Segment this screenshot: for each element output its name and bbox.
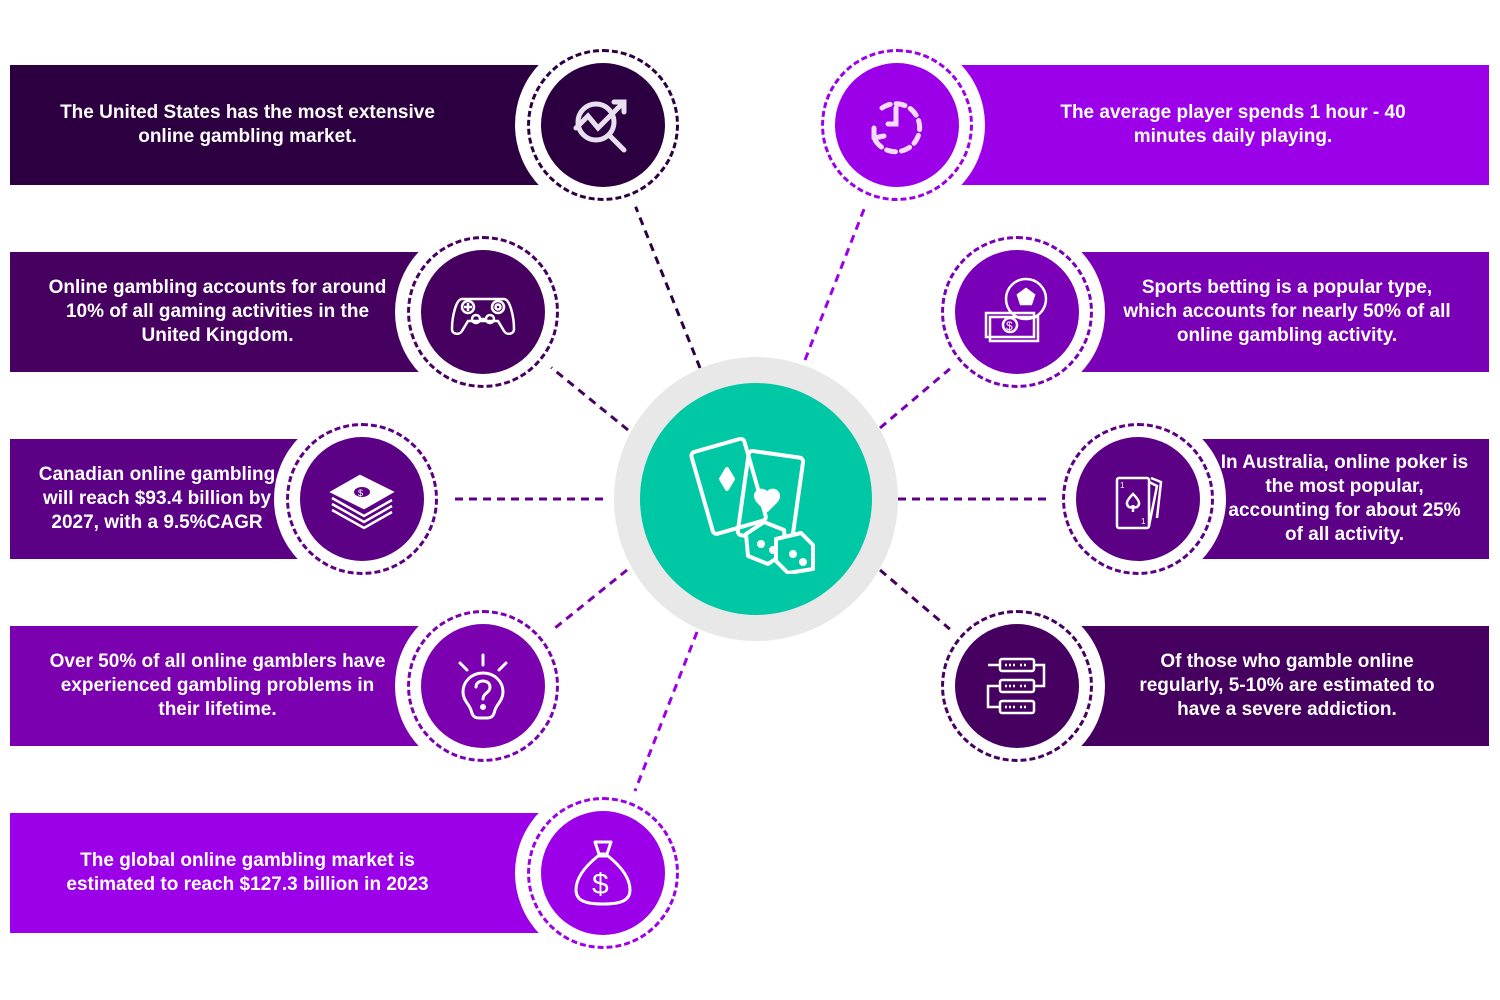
svg-text:1: 1 bbox=[1141, 517, 1146, 526]
fact-text-line: The United States has the most extensive bbox=[60, 102, 435, 123]
icon-node-l5: $ bbox=[515, 785, 691, 961]
icon-circle bbox=[955, 624, 1079, 748]
chart-search-icon bbox=[573, 99, 627, 153]
fact-card-r2: Sports betting is a popular type, which a… bbox=[1080, 252, 1489, 372]
icon-circle: $ bbox=[955, 250, 1079, 374]
connector-line-l5 bbox=[629, 631, 699, 803]
fact-text-line: regularly, 5-10% are estimated to bbox=[1139, 675, 1435, 696]
fact-text-line: which accounts for nearly 50% of all bbox=[1123, 301, 1451, 322]
money-stack-icon: $ bbox=[329, 474, 395, 530]
fact-text-line: the most popular, bbox=[1265, 476, 1424, 497]
dashed-ring bbox=[941, 236, 1093, 388]
fact-text-line: Canadian online gambling bbox=[38, 464, 276, 485]
icon-node-r4 bbox=[929, 598, 1105, 774]
dashed-ring bbox=[1062, 423, 1214, 575]
clock-refresh-icon bbox=[871, 101, 923, 155]
fact-text-line: Online gambling accounts for around bbox=[48, 277, 387, 298]
workflow-icon bbox=[986, 657, 1046, 715]
center-core bbox=[640, 383, 872, 615]
dashed-ring bbox=[527, 49, 679, 201]
fact-card-l5: The global online gambling market is esti… bbox=[10, 813, 550, 933]
fact-card-l1: The United States has the most extensive… bbox=[10, 65, 550, 185]
svg-text:$: $ bbox=[358, 488, 363, 498]
icon-node-l4 bbox=[395, 598, 571, 774]
fact-text-line: 10% of all gaming activities in the bbox=[65, 301, 370, 322]
fact-text-line: Sports betting is a popular type, bbox=[1141, 277, 1433, 298]
money-bag-icon: $ bbox=[574, 840, 632, 906]
icon-circle: $ bbox=[300, 437, 424, 561]
icon-node-l2 bbox=[395, 224, 571, 400]
fact-text-line: Of those who gamble online bbox=[1160, 651, 1414, 672]
fact-text-line: have a severe addiction. bbox=[1177, 699, 1397, 720]
fact-card-r1: The average player spends 1 hour - 40 min… bbox=[960, 65, 1489, 185]
fact-text-line: minutes daily playing. bbox=[1133, 126, 1333, 147]
lightbulb-question-icon bbox=[458, 653, 508, 720]
fact-text-line: estimated to reach $127.3 billion in 202… bbox=[66, 874, 429, 895]
center-hub bbox=[614, 357, 898, 641]
dashed-ring bbox=[821, 49, 973, 201]
cards-and-dice-icon bbox=[689, 436, 815, 574]
icon-circle: $ bbox=[541, 811, 665, 935]
icon-node-l3: $ bbox=[274, 411, 450, 587]
fact-text-line: In Australia, online poker is bbox=[1220, 452, 1469, 473]
icon-circle bbox=[835, 63, 959, 187]
playing-cards-icon: 11 bbox=[1115, 476, 1163, 530]
connector-line-r4 bbox=[879, 568, 960, 639]
dashed-ring bbox=[407, 236, 559, 388]
icon-circle bbox=[421, 250, 545, 374]
gamepad-icon bbox=[450, 297, 516, 335]
svg-text:$: $ bbox=[1006, 319, 1013, 333]
dashed-ring bbox=[527, 797, 679, 949]
fact-text-line: online gambling market. bbox=[138, 126, 357, 147]
fact-text-line: 2027, with a 9.5%CAGR bbox=[51, 512, 263, 533]
connector-line-r2 bbox=[879, 359, 960, 430]
dashed-ring bbox=[286, 423, 438, 575]
fact-card-l3: Canadian online gambling will reach $93.4… bbox=[10, 439, 310, 559]
icon-node-r2: $ bbox=[929, 224, 1105, 400]
icon-circle bbox=[421, 624, 545, 748]
fact-text-line: their lifetime. bbox=[158, 699, 277, 720]
fact-text-line: of all activity. bbox=[1285, 524, 1404, 545]
fact-text-line: online gambling activity. bbox=[1176, 325, 1398, 346]
connector-line-l1 bbox=[629, 195, 702, 369]
fact-card-l4: Over 50% of all online gamblers have expe… bbox=[10, 626, 430, 746]
fact-card-r3: In Australia, online poker is the most po… bbox=[1200, 439, 1489, 559]
connector-line-r1 bbox=[803, 195, 871, 361]
fact-text-line: accounting for about 25% bbox=[1228, 500, 1461, 521]
svg-text:$: $ bbox=[592, 868, 609, 901]
fact-text-line: The average player spends 1 hour - 40 bbox=[1060, 102, 1406, 123]
icon-circle bbox=[541, 63, 665, 187]
football-money-icon: $ bbox=[984, 277, 1048, 343]
fact-card-l2: Online gambling accounts for around 10% o… bbox=[10, 252, 430, 372]
connector-line-l4 bbox=[541, 568, 628, 640]
dashed-ring bbox=[407, 610, 559, 762]
fact-text-line: Over 50% of all online gamblers have bbox=[49, 651, 386, 672]
svg-text:1: 1 bbox=[1120, 481, 1125, 490]
icon-node-r1 bbox=[809, 37, 985, 213]
icon-node-l1 bbox=[515, 37, 691, 213]
fact-card-r4: Of those who gamble online regularly, 5-1… bbox=[1080, 626, 1489, 746]
fact-text-line: will reach $93.4 billion by bbox=[42, 488, 272, 509]
dashed-ring bbox=[941, 610, 1093, 762]
fact-text-line: United Kingdom. bbox=[141, 325, 294, 346]
connector-line-l2 bbox=[541, 358, 629, 432]
fact-text-line: The global online gambling market is bbox=[80, 850, 415, 871]
fact-text-line: experienced gambling problems in bbox=[60, 675, 375, 696]
